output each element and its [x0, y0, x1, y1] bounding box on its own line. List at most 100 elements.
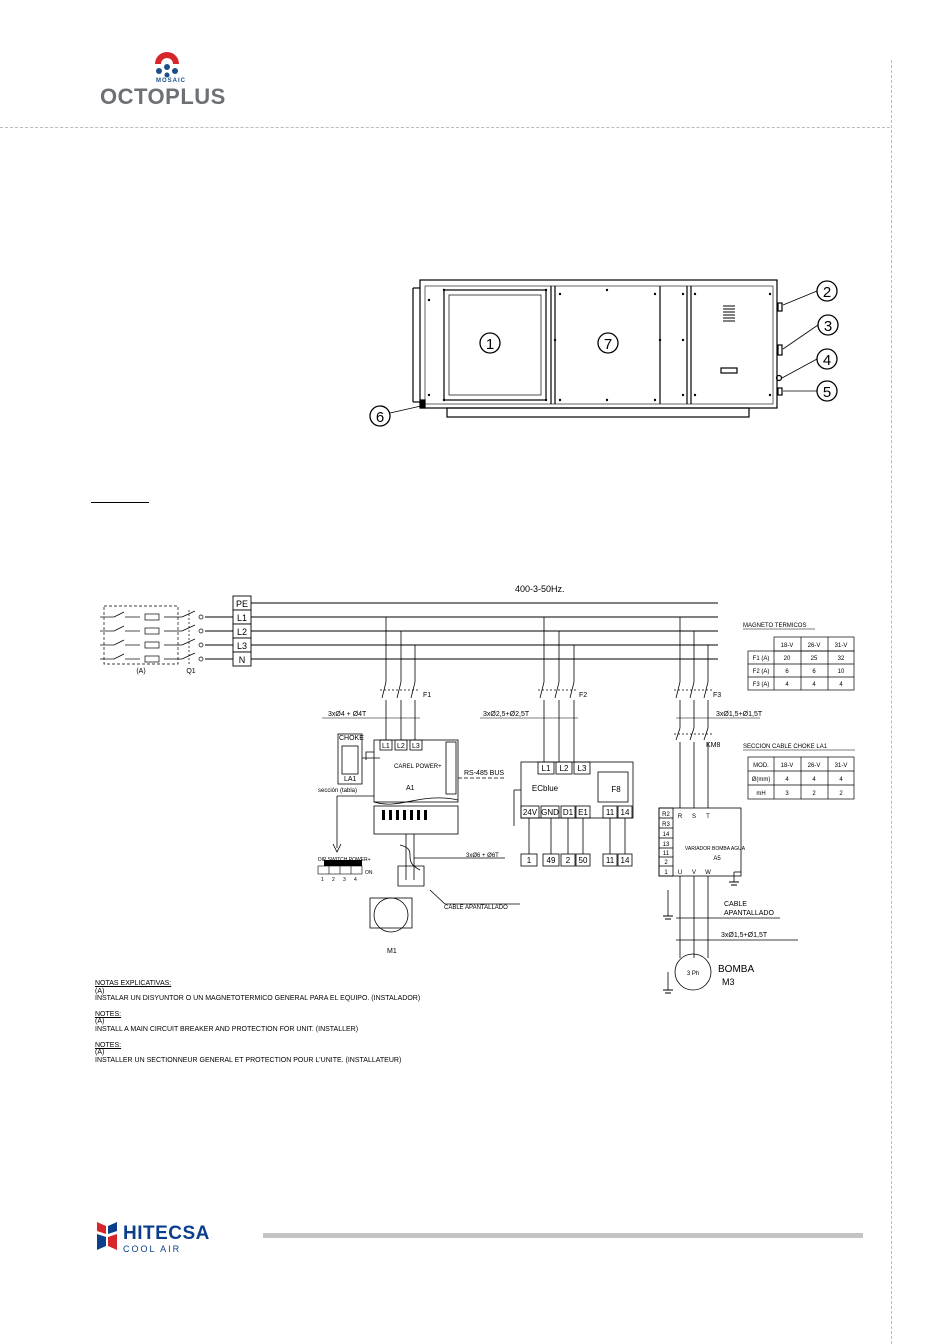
choke-section-label: sección (tabla): [318, 788, 357, 794]
octoplus-emblem-icon: [155, 52, 179, 78]
supply-label: 400-3-50Hz.: [515, 584, 565, 594]
la1-label: LA1: [344, 776, 357, 783]
ecblue-term-e1: E1: [578, 808, 588, 817]
hitecsa-emblem-icon: [97, 1222, 117, 1250]
ecblue-term-14: 14: [621, 808, 630, 817]
motor-m1: M1: [387, 948, 397, 955]
notes-fr-ref: (A): [95, 1049, 105, 1057]
ecblue-term-gnd: GND: [541, 808, 559, 817]
notes-en-title: NOTES:: [95, 1010, 122, 1018]
breaker-table-title: MAGNETO TERMICOS: [743, 623, 806, 629]
notes-es-ref: (A): [95, 987, 105, 995]
ecblue-out-1: 1: [527, 856, 532, 865]
pump-term-v: V: [692, 870, 696, 876]
pump-side-14: 14: [663, 832, 670, 838]
dip-number-1: 1: [321, 877, 324, 883]
breaker-row-2-v1: 6: [785, 669, 789, 675]
terminal-l1: L1: [237, 613, 247, 623]
drive-l1: L1: [382, 743, 390, 750]
dip-number-3: 3: [343, 877, 346, 883]
ecblue-term-11: 11: [606, 808, 615, 817]
breaker-row-3-label: F3 (A): [753, 682, 770, 688]
cable-f1: 3xØ4 + Ø4T: [328, 711, 367, 718]
callout-1: 1: [486, 336, 494, 353]
choke-col-0: MOD.: [753, 763, 769, 769]
pump-name: BOMBA: [718, 964, 754, 975]
breaker-row-3-v1: 4: [785, 682, 789, 688]
callout-6: 6: [376, 409, 384, 426]
margin-divider: [891, 60, 892, 1344]
cable-f2: 3xØ2,5+Ø2,5T: [483, 711, 530, 718]
fuse-f2: F2: [579, 692, 587, 699]
ecblue-out-11: 11: [606, 856, 615, 865]
pump-variator-text: VARIADOR BOMBA AGUA: [685, 846, 746, 852]
drive-l2: L2: [397, 743, 405, 750]
pump-motor-m3: M3: [722, 977, 735, 987]
header-divider: [0, 127, 890, 128]
pump-term-w: W: [705, 870, 711, 876]
cable-f3: 3xØ1,5+Ø1,5T: [716, 711, 763, 718]
choke-table-title: SECCION CABLE CHOKE LA1: [743, 744, 828, 750]
hitecsa-logo: HITECSA COOL AIR: [95, 1218, 265, 1264]
choke-row-2-v1: 3: [785, 791, 789, 797]
shielded-cable-label: CABLE APANTALLADO: [444, 905, 508, 911]
pump-variator-tag: A5: [713, 856, 721, 862]
choke-col-1: 18-V: [781, 763, 794, 769]
terminal-pe: PE: [236, 599, 248, 609]
choke-row-2-v3: 2: [839, 791, 843, 797]
ecblue-fuse: F8: [611, 785, 621, 794]
pump-side-2: 2: [664, 860, 668, 866]
ecblue-name: ECblue: [532, 784, 559, 793]
callout-3: 3: [824, 318, 832, 335]
notes-fr-text: INSTALLER UN SECTIONNEUR GENERAL ET PROT…: [95, 1056, 402, 1064]
wiring-schematic: 400-3-50Hz. PE L1 L2 L3 N: [100, 584, 855, 994]
ecblue-l2: L2: [560, 764, 569, 773]
callout-4: 4: [823, 352, 831, 369]
choke-row-2-v2: 2: [812, 791, 816, 797]
pump-cable: 3xØ1,5+Ø1,5T: [721, 932, 768, 939]
breaker-row-1-v2: 25: [811, 656, 818, 662]
contactor-label: KM8: [706, 742, 721, 749]
terminal-l2: L2: [237, 627, 247, 637]
breaker-row-1-v3: 32: [838, 656, 845, 662]
choke-row-1-v2: 4: [812, 777, 816, 783]
pump-side-r3: R3: [662, 822, 670, 828]
breaker-col-2: 26-V: [808, 643, 821, 649]
breaker-row-1-label: F1 (A): [753, 656, 770, 662]
drive-l3: L3: [412, 743, 420, 750]
main-switch-label: Q1: [186, 668, 195, 675]
choke-row-1-v1: 4: [785, 777, 789, 783]
pump-side-11: 11: [663, 851, 670, 857]
pump-term-u: U: [678, 870, 682, 876]
fuse-f1: F1: [423, 692, 431, 699]
breaker-col-3: 31-V: [835, 643, 848, 649]
terminal-l3: L3: [237, 641, 247, 651]
notes-block: NOTAS EXPLICATIVAS: (A) INSTALAR UN DISY…: [95, 980, 420, 1064]
breaker-row-3-v2: 4: [812, 682, 816, 688]
pump-side-r2: R2: [662, 812, 670, 818]
octoplus-logo: MOSAIC OCTOPLUS: [96, 46, 246, 109]
choke-row-1-v3: 4: [839, 777, 843, 783]
callout-7: 7: [604, 336, 612, 353]
breaker-row-1-v1: 20: [784, 656, 791, 662]
ecblue-out-2: 2: [566, 856, 571, 865]
notes-es-text: INSTALAR UN DISYUNTOR O UN MAGNETOTERMIC…: [95, 995, 421, 1003]
pump-term-t: T: [706, 814, 710, 820]
hitecsa-name: HITECSA: [123, 1223, 210, 1244]
drive-tag: A1: [406, 785, 415, 792]
choke-row-2-label: mH: [756, 791, 765, 797]
ecblue-out-50: 50: [579, 856, 588, 865]
pump-term-s: S: [692, 814, 696, 820]
notes-en-text: INSTALL A MAIN CIRCUIT BREAKER AND PROTE…: [95, 1025, 359, 1033]
dip-number-2: 2: [332, 877, 335, 883]
breaker-row-2-label: F2 (A): [753, 669, 770, 675]
dip-number-4: 4: [354, 877, 357, 883]
callout-5: 5: [823, 384, 831, 401]
breaker-row-2-v2: 6: [812, 669, 816, 675]
unit-front-view: 1 7 2 3 4 5 6: [369, 279, 839, 427]
shielded-cable-2-line2: APANTALLADO: [724, 910, 774, 917]
dip-on: ON: [365, 870, 373, 876]
breaker-row-2-v3: 10: [838, 669, 845, 675]
notes-en-ref: (A): [95, 1018, 105, 1026]
ecblue-term-d1: D1: [563, 808, 574, 817]
